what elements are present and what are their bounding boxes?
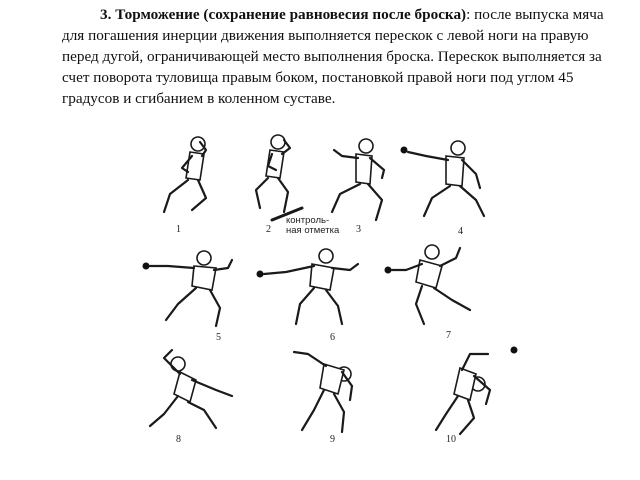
ball-icon — [400, 146, 408, 154]
control-mark-label-line2: ная отметка — [286, 225, 340, 236]
athlete-figure-7 — [384, 244, 472, 326]
control-mark-label: контроль- ная отметка — [286, 216, 339, 236]
ball-icon — [384, 266, 392, 274]
ball-icon — [256, 270, 264, 278]
athlete-figure-4 — [400, 140, 486, 218]
section-heading: 3. Торможение (сохранение равновесия пос… — [100, 6, 467, 23]
athlete-figure-2 — [254, 134, 304, 222]
frame-number: 2 — [266, 224, 271, 235]
frame-number: 10 — [446, 434, 456, 445]
frame-number: 1 — [176, 224, 181, 235]
athlete-figure-1 — [162, 136, 208, 214]
athlete-figure-8 — [148, 348, 234, 430]
athlete-figure-5 — [142, 250, 234, 328]
section-text: : после выпуска мяча для погашения инерц… — [62, 6, 604, 107]
frame-number: 4 — [458, 226, 463, 237]
frame-number: 6 — [330, 332, 335, 343]
frame-number: 7 — [446, 330, 451, 341]
frame-number: 9 — [330, 434, 335, 445]
athlete-figure-3 — [330, 138, 386, 222]
ball-icon — [142, 262, 150, 270]
athlete-figure-9 — [292, 350, 354, 434]
athlete-figures — [142, 134, 518, 436]
ball-icon — [510, 346, 518, 354]
frame-number: 8 — [176, 434, 181, 445]
frame-number: 5 — [216, 332, 221, 343]
description-paragraph: 3. Торможение (сохранение равновесия пос… — [62, 4, 607, 109]
control-mark-label-line1: контроль- — [286, 215, 330, 226]
athlete-figure-6 — [256, 248, 360, 326]
throwing-sequence-illustration: 1 2 3 4 5 6 7 8 9 10 контроль- ная отмет… — [120, 128, 530, 473]
athlete-figure-10 — [434, 346, 518, 436]
frame-number: 3 — [356, 224, 361, 235]
